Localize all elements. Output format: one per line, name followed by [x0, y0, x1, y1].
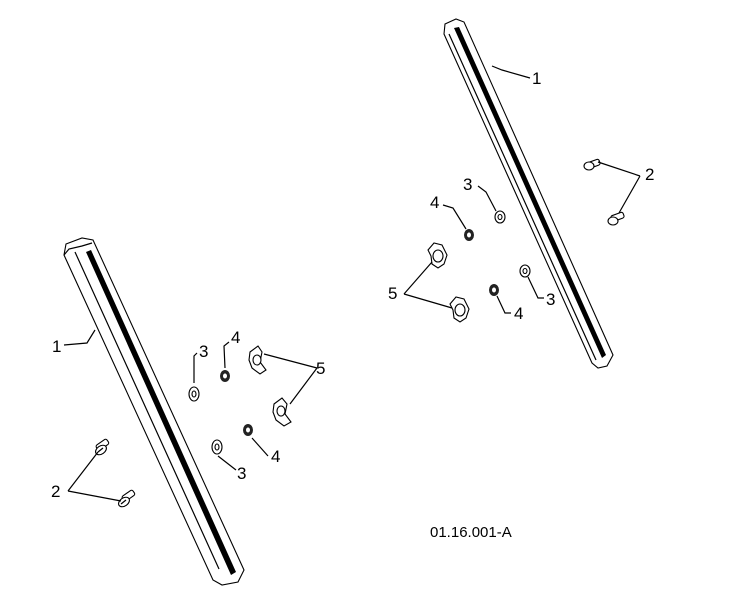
- drawing-code: 01.16.001-A: [430, 524, 512, 541]
- left-nut-lower: [243, 424, 253, 436]
- callout-right-4-lower: 4: [514, 304, 523, 323]
- callout-left-1: 1: [52, 337, 61, 356]
- left-screw-lower: [118, 489, 136, 508]
- leader-left-3-upper: [193, 352, 198, 383]
- right-washer-lower: [519, 264, 531, 278]
- leader-left-4-upper: [223, 341, 230, 369]
- right-screw-upper: [583, 158, 601, 171]
- leader-left-2: [67, 451, 122, 502]
- left-assembly: 1 2 3 3 4 4 5: [51, 237, 325, 586]
- callout-left-4-lower: 4: [271, 447, 280, 466]
- right-nut-upper: [464, 229, 474, 241]
- left-wing-nut-lower: [272, 397, 292, 427]
- leader-right-3-upper: [477, 185, 497, 212]
- leader-right-5: [403, 261, 453, 309]
- right-wing-nut-upper: [427, 242, 448, 269]
- leader-left-3-lower: [217, 455, 237, 471]
- callout-left-3-lower: 3: [237, 464, 246, 483]
- callout-right-2: 2: [645, 165, 654, 184]
- leader-right-2: [597, 161, 641, 214]
- callout-left-3-upper: 3: [199, 342, 208, 361]
- callout-right-3-upper: 3: [463, 175, 472, 194]
- leader-right-4-lower: [496, 295, 511, 314]
- leader-left-4-lower: [251, 437, 269, 457]
- callout-left-5: 5: [316, 359, 325, 378]
- right-screw-lower: [607, 211, 625, 226]
- callout-right-4-upper: 4: [430, 193, 439, 212]
- right-assembly: 1 2 3 3 4 4 5: [388, 18, 654, 369]
- right-washer-upper: [494, 210, 506, 224]
- callout-right-5: 5: [388, 284, 397, 303]
- leader-left-1: [63, 329, 96, 346]
- right-rail: [443, 18, 614, 369]
- right-wing-nut-lower: [449, 296, 470, 323]
- callout-left-2: 2: [51, 482, 60, 501]
- leader-right-3-lower: [527, 276, 544, 299]
- leader-right-1: [491, 65, 531, 79]
- left-wing-nut-upper: [248, 345, 267, 375]
- left-rail: [63, 237, 245, 586]
- left-washer-lower: [211, 439, 223, 455]
- leader-left-5: [263, 353, 318, 405]
- callout-right-1: 1: [532, 69, 541, 88]
- right-nut-lower: [489, 284, 499, 296]
- left-washer-upper: [188, 386, 200, 402]
- left-nut-upper: [220, 370, 230, 382]
- leader-right-4-upper: [442, 204, 467, 230]
- callout-left-4-upper: 4: [231, 328, 240, 347]
- callout-right-3-lower: 3: [546, 290, 555, 309]
